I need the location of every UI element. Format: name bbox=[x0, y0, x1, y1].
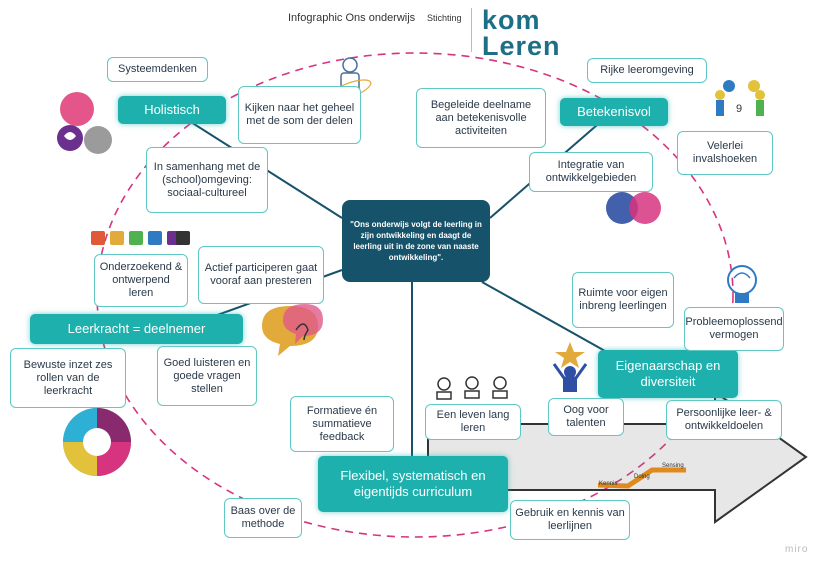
role-color-wheel bbox=[63, 408, 131, 476]
people-perspective-icon: 9 bbox=[715, 80, 765, 116]
note-probleem: Probleemoplossend vermogen bbox=[684, 307, 784, 351]
node-betekenisvol: Betekenisvol bbox=[560, 98, 668, 126]
node-holistisch: Holistisch bbox=[118, 96, 226, 124]
note-integratie: Integratie van ontwikkelgebieden bbox=[529, 152, 653, 192]
note-gebruik: Gebruik en kennis van leerlijnen bbox=[510, 500, 630, 540]
note-formatieve: Formatieve én summatieve feedback bbox=[290, 396, 394, 452]
note-oog: Oog voor talenten bbox=[548, 398, 624, 436]
note-luisteren: Goed luisteren en goede vragen stellen bbox=[157, 346, 257, 406]
node-flexibel: Flexibel, systematisch en eigentijds cur… bbox=[318, 456, 508, 512]
note-velerlei: Velerlei invalshoeken bbox=[677, 131, 773, 175]
arrow-label-kennis: Kennis bbox=[599, 481, 617, 487]
node-leerkracht: Leerkracht = deelnemer bbox=[30, 314, 243, 344]
logo-kom: kom bbox=[482, 5, 541, 35]
note-samenhang: In samenhang met de (school)omgeving: so… bbox=[146, 147, 268, 213]
note-leven: Een leven lang leren bbox=[425, 404, 521, 440]
star-person-icon bbox=[552, 342, 588, 392]
note-kijken: Kijken naar het geheel met de som der de… bbox=[238, 86, 361, 144]
venn-diagram-icon bbox=[606, 192, 661, 224]
header-divider bbox=[471, 8, 472, 52]
reading-people-icon bbox=[436, 376, 508, 400]
note-baas: Baas over de methode bbox=[224, 498, 302, 538]
note-onderzoekend: Onderzoekend & ontwerpend leren bbox=[94, 254, 188, 307]
note-bewuste: Bewuste inzet zes rollen van de leerkrac… bbox=[10, 348, 126, 408]
svg-text:9: 9 bbox=[736, 103, 742, 115]
page-title: Infographic Ons onderwijs bbox=[288, 12, 416, 24]
note-begeleide: Begeleide deelname aan betekenisvolle ac… bbox=[416, 88, 546, 148]
lightbulb-brain-icon bbox=[727, 265, 757, 303]
head-heart-hand-icon bbox=[57, 92, 112, 154]
ear-speech-icon bbox=[262, 304, 323, 356]
arrow-label-doing: Doing bbox=[634, 474, 650, 480]
note-ruimte: Ruimte voor eigen inbreng leerlingen bbox=[572, 272, 674, 328]
stichting-label: Stichting bbox=[427, 13, 462, 23]
note-rijke: Rijke leeromgeving bbox=[587, 58, 707, 83]
note-systeemdenken: Systeemdenken bbox=[107, 57, 208, 82]
tool-icons-row bbox=[91, 231, 190, 245]
miro-watermark: miro bbox=[785, 544, 809, 555]
note-actief: Actief participeren gaat vooraf aan pres… bbox=[198, 246, 324, 304]
note-persoonlijke: Persoonlijke leer- & ontwikkeldoelen bbox=[666, 400, 782, 440]
center-statement: "Ons onderwijs volgt de leerling in zijn… bbox=[342, 200, 490, 282]
node-eigenaarschap: Eigenaarschap en diversiteit bbox=[598, 350, 738, 398]
arrow-label-sensing: Sensing bbox=[662, 463, 684, 469]
logo-leren: Leren bbox=[482, 31, 561, 61]
